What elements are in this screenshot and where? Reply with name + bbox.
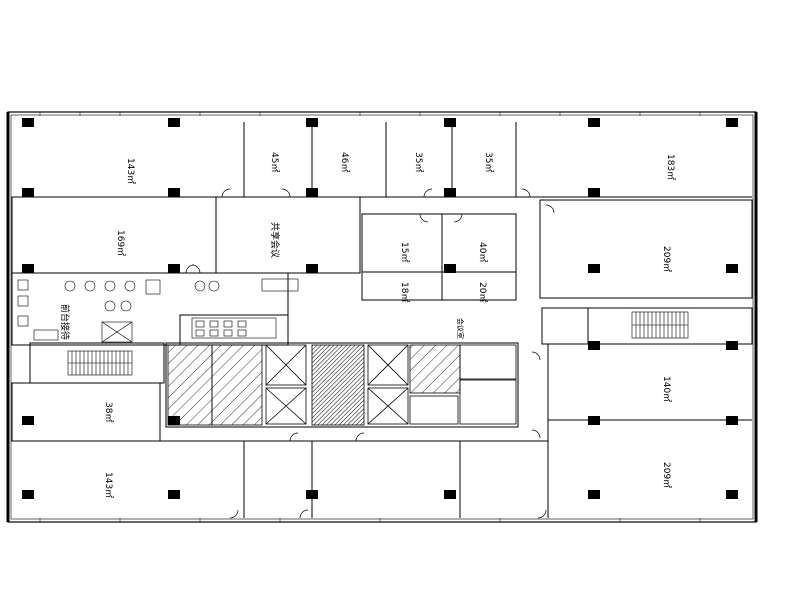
room-label-meeting: 会议室	[456, 318, 465, 339]
room-label-right-middle: 140㎡	[661, 376, 672, 402]
room-label-center-room-b: 40㎡	[477, 242, 488, 262]
room-label-right-upper: 209㎡	[661, 246, 672, 272]
room-label-center-small-a: 18㎡	[399, 282, 410, 302]
room-label-center-small-b: 20㎡	[477, 282, 488, 302]
room-label-center-shared: 共享会议	[269, 222, 281, 258]
core-area	[167, 344, 517, 426]
furniture	[17, 278, 299, 343]
structural-columns	[22, 118, 738, 499]
room-label-top-right-large: 183㎡	[665, 154, 676, 180]
room-label-top-mid-3: 35㎡	[413, 152, 424, 172]
stairs	[67, 311, 689, 376]
room-labels: 143㎡ 45㎡ 46㎡ 35㎡ 35㎡ 183㎡ 169㎡ 共享会议 15㎡ …	[59, 152, 676, 498]
room-label-left-lower: 143㎡	[103, 472, 114, 498]
room-label-lobby: 前台接待	[59, 304, 71, 340]
room-label-left-upper: 169㎡	[115, 230, 126, 256]
room-label-center-room-a: 15㎡	[399, 242, 410, 262]
room-label-top-mid-1: 45㎡	[269, 152, 280, 172]
room-label-top-mid-4: 35㎡	[483, 152, 494, 172]
window-ticks	[39, 112, 701, 522]
outer-walls	[6, 111, 758, 523]
room-partitions	[11, 122, 753, 518]
door-swings	[185, 188, 555, 519]
room-label-top-left-large: 143㎡	[125, 158, 136, 184]
room-label-right-lower: 209㎡	[661, 462, 672, 488]
room-label-top-mid-2: 46㎡	[339, 152, 350, 172]
room-label-left-middle: 38㎡	[103, 402, 114, 422]
